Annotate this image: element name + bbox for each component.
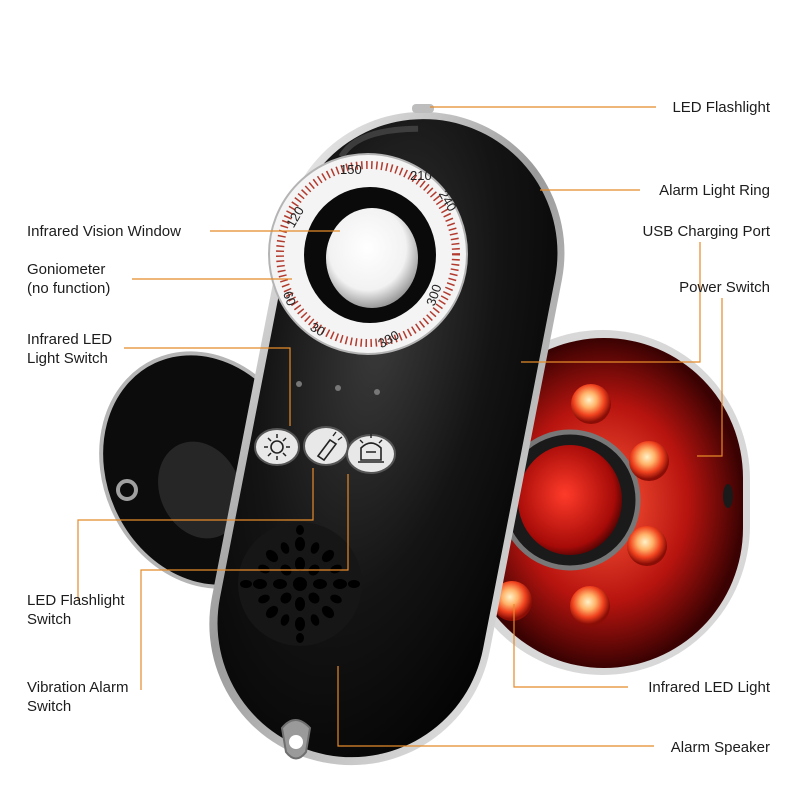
flashlight-icon — [316, 438, 338, 462]
callout-goniometer: Goniometer (no function) — [27, 260, 110, 298]
callout-flash-switch-line2: Switch — [27, 611, 72, 628]
vibration-alarm-switch-button[interactable] — [346, 434, 396, 474]
callout-infrared-led-switch: Infrared LED Light Switch — [27, 330, 112, 368]
leader-lines — [77, 106, 723, 747]
infrared-led-switch-button[interactable] — [254, 428, 300, 466]
callout-alarm-speaker: Alarm Speaker — [670, 739, 770, 756]
goniometer-dial: 150 210 240 300 330 30 60 120 — [268, 153, 468, 355]
dial-tick-30: 30 — [308, 319, 328, 339]
callout-vib-switch-line2: Switch — [27, 698, 72, 715]
callout-vibration-alarm-switch: Vibration Alarm Switch — [27, 678, 128, 716]
callout-power-switch: Power Switch — [679, 279, 770, 296]
callout-infrared-vision-window: Infrared Vision Window — [27, 223, 181, 240]
callout-goniometer-line2: (no function) — [27, 280, 111, 297]
led-flashlight-switch-button[interactable] — [303, 426, 349, 466]
rear-ir-lens — [518, 445, 622, 555]
dial-tick-300: 300 — [423, 282, 445, 308]
alarm-speaker-grille — [238, 522, 362, 646]
callout-vib-switch-line1: Vibration Alarm — [27, 679, 129, 696]
callout-infrared-led-light: Infrared LED Light — [648, 679, 770, 696]
callout-led-flashlight-switch: LED Flashlight Switch — [27, 591, 125, 629]
callout-goniometer-line1: Goniometer — [27, 261, 106, 278]
flashlight-led — [412, 104, 434, 113]
dial-tick-150: 150 — [340, 162, 362, 177]
callout-ir-switch-line2: Light Switch — [27, 350, 108, 367]
callout-alarm-light-ring: Alarm Light Ring — [659, 182, 770, 199]
callout-led-flashlight: LED Flashlight — [672, 99, 770, 116]
front-device: 150 210 240 300 330 30 60 120 — [209, 104, 565, 766]
infrared-vision-window — [326, 208, 418, 308]
dial-tick-210: 210 — [410, 168, 432, 183]
dial-tick-60: 60 — [280, 289, 299, 308]
callout-flash-switch-line1: LED Flashlight — [27, 592, 125, 609]
callout-ir-switch-line1: Infrared LED — [27, 331, 113, 348]
power-switch-knob — [723, 484, 733, 508]
callout-usb-charging-port: USB Charging Port — [642, 223, 770, 240]
alarm-siren-icon — [360, 442, 382, 461]
sun-icon — [270, 440, 284, 454]
